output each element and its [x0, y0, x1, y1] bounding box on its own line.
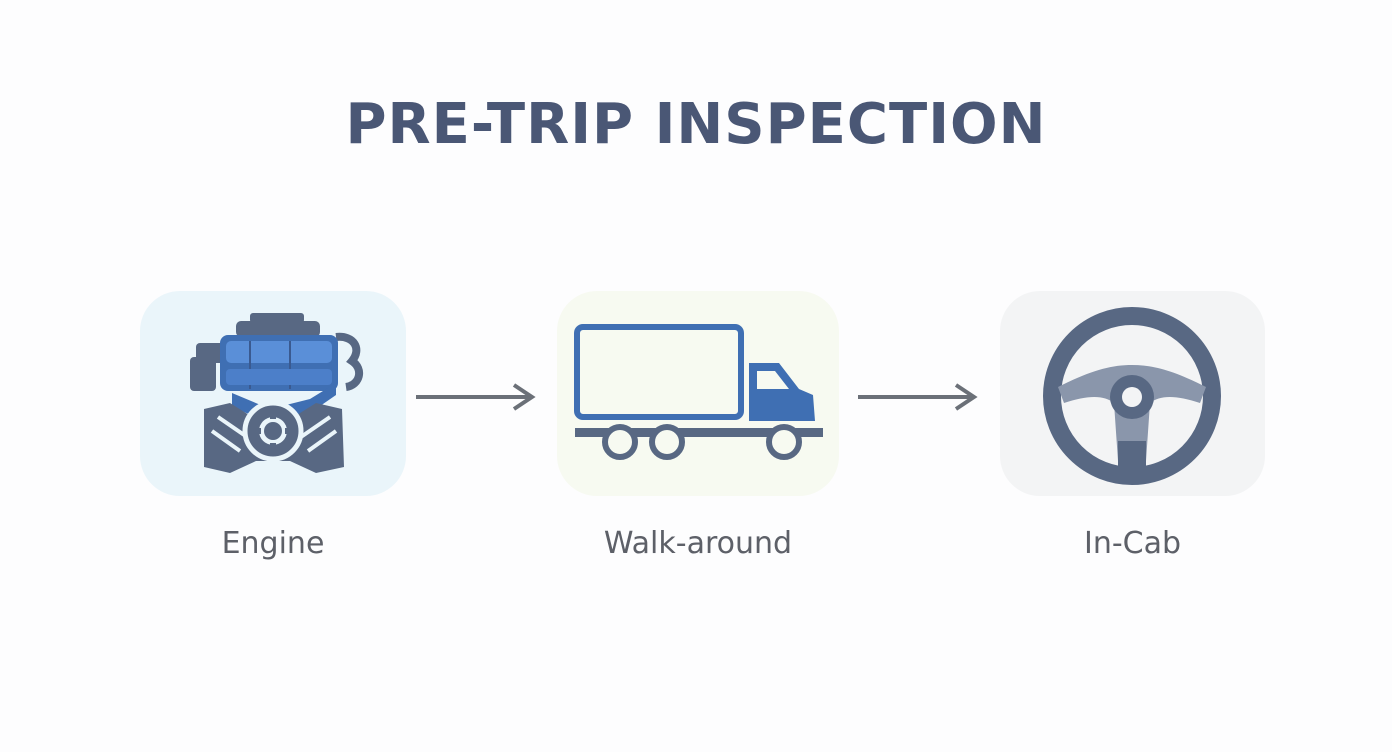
arrow-right-icon: [858, 383, 978, 411]
step-label-in-cab: In-Cab: [1083, 526, 1182, 561]
arrow-right-icon: [416, 383, 536, 411]
engine-icon: [190, 313, 364, 473]
step-walk-around-tile: [557, 291, 839, 496]
step-label-walk-around: Walk-around: [603, 526, 793, 561]
step-engine-tile: [140, 291, 406, 496]
page-title: PRE-TRIP INSPECTION: [345, 92, 1047, 157]
step-in-cab-tile: [1000, 291, 1265, 496]
truck-icon: [574, 324, 823, 460]
steering-wheel-icon: [1043, 307, 1221, 485]
step-label-engine: Engine: [221, 526, 325, 561]
